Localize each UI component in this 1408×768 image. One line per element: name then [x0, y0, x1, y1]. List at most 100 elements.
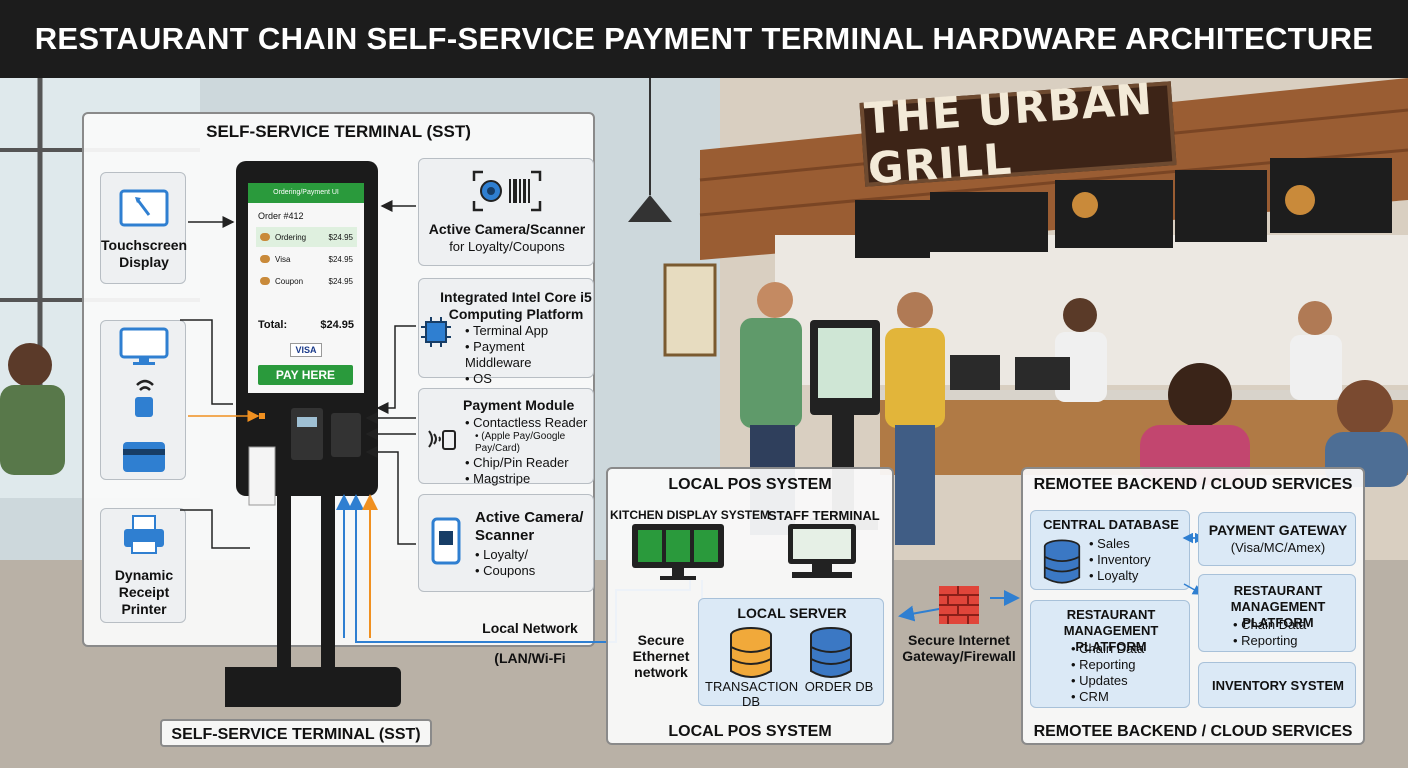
central-db-item: Sales: [1089, 536, 1151, 552]
payment-module-tile: Payment Module Contactless Reader (Apple…: [418, 388, 594, 487]
order-row-price: $24.95: [328, 254, 353, 264]
order-total-label: Total:: [258, 319, 288, 331]
central-db-item: Loyalty: [1089, 568, 1151, 584]
camera-top-tile: Active Camera/Scanner for Loyalty/Coupon…: [418, 158, 594, 266]
cloud-heading: REMOTEE BACKEND / CLOUD SERVICES: [1033, 476, 1353, 493]
camera-bottom-item: Loyalty/: [475, 547, 535, 563]
transaction-db-icon: [730, 627, 772, 678]
local-server-box: LOCAL SERVER TRANSACTION DB ORDER DB: [698, 598, 884, 709]
camera-bottom-item: Coupons: [475, 563, 535, 579]
camera-bottom-tile: Active Camera/ Scanner Loyalty/ Coupons: [418, 494, 594, 592]
lan-wifi-label: (LAN/Wi-Fi: [494, 650, 566, 666]
kitchen-display-icon: [632, 524, 724, 580]
order-db-label: ORDER DB: [804, 679, 874, 694]
payment-title: Payment Module: [463, 397, 575, 413]
local-pos-footer: LOCAL POS SYSTEM: [668, 723, 832, 740]
rmp-right-item: Reporting: [1233, 633, 1306, 649]
touchscreen-icon: [119, 189, 169, 227]
camera-barcode-icon: [472, 170, 542, 212]
receipt-printer-label: Dynamic Receipt Printer: [114, 567, 174, 617]
printer-icon: [124, 515, 164, 554]
pay-here-button[interactable]: PAY HERE: [258, 365, 353, 385]
kiosk-screen-header: Ordering/Payment UI: [248, 183, 364, 203]
central-db-item: Inventory: [1089, 552, 1150, 568]
secure-ethernet-label: Secure Ethernet network: [632, 632, 690, 680]
order-row: Coupon $24.95: [256, 271, 357, 291]
staff-terminal-label: STAFF TERMINAL: [768, 508, 880, 523]
camera-top-title: Active Camera/Scanner: [428, 221, 586, 237]
phone-scanner-icon: [431, 517, 461, 565]
payment-gateway-sub: (Visa/MC/Amex): [1230, 540, 1326, 555]
title-bar: [0, 0, 1408, 78]
receipt-printer-tile: Dynamic Receipt Printer: [100, 508, 186, 623]
visa-card-badge: VISA: [290, 343, 322, 357]
payment-list: Contactless Reader (Apple Pay/Google Pay…: [465, 415, 593, 487]
payment-note: (Apple Pay/Google Pay/Card): [465, 431, 593, 455]
rmp-right-box: RESTAURANT MANAGEMENT PLATFORM Chain Dat…: [1198, 574, 1356, 652]
order-row-price: $24.95: [328, 232, 353, 242]
payment-item: Contactless Reader: [465, 415, 593, 431]
computing-item: OS: [465, 371, 593, 387]
sst-heading: SELF-SERVICE TERMINAL (SST): [206, 122, 471, 141]
rmp-right-item: Chain Data: [1233, 617, 1306, 633]
cloud-footer: REMOTEE BACKEND / CLOUD SERVICES: [1033, 723, 1353, 740]
order-number: Order #412: [258, 211, 304, 221]
rmp-left-box: RESTAURANT MANAGEMENT PLATFORM Chain Dat…: [1030, 600, 1190, 708]
order-row-label: Ordering: [275, 232, 307, 242]
gateway-firewall-label: Secure Internet Gateway/Firewall: [902, 632, 1016, 664]
kitchen-display-label: KITCHEN DISPLAY SYSTEM: [610, 508, 771, 522]
order-row-price: $24.95: [328, 276, 353, 286]
touchscreen-tile: Touchscreen Display: [100, 172, 188, 284]
touchscreen-label: Touchscreen Display: [101, 237, 188, 270]
camera-bottom-title: Active Camera/ Scanner: [475, 509, 584, 544]
contactless-hand-icon: [135, 379, 154, 417]
rmp-left-list: Chain Data Reporting Updates CRM: [1071, 641, 1144, 705]
peripheral-icons-tile: [100, 320, 186, 480]
computing-platform-tile: Integrated Intel Core i5 Computing Platf…: [418, 278, 594, 386]
transaction-db-label: TRANSACTION DB: [705, 679, 799, 709]
inventory-system-box: INVENTORY SYSTEM: [1198, 662, 1356, 708]
inventory-system-label: INVENTORY SYSTEM: [1212, 678, 1344, 693]
contactless-reader-icon: [428, 430, 456, 450]
staff-terminal-icon: [788, 524, 856, 578]
central-db-list: Sales Inventory Loyalty: [1089, 536, 1151, 584]
cpu-chip-icon: [421, 317, 451, 347]
central-db-box: CENTRAL DATABASE Sales Inventory Loyalty: [1030, 510, 1190, 590]
payment-gateway-box: PAYMENT GATEWAY (Visa/MC/Amex): [1198, 512, 1356, 566]
rmp-left-item: Reporting: [1071, 657, 1144, 673]
camera-top-sub: for Loyalty/Coupons: [449, 239, 565, 254]
rmp-right-list: Chain Data Reporting: [1233, 617, 1306, 649]
camera-bottom-list: Loyalty/ Coupons: [475, 547, 535, 579]
computing-title: Integrated Intel Core i5 Computing Platf…: [440, 289, 592, 322]
local-network-label: Local Network: [482, 620, 578, 636]
rmp-left-item: Updates: [1071, 673, 1144, 689]
sst-connectors: [180, 200, 416, 638]
computing-list: Terminal App Payment Middleware OS: [465, 323, 593, 387]
rmp-left-item: Chain Data: [1071, 641, 1144, 657]
food-icon: [260, 255, 270, 263]
monitor-icon: [119, 327, 169, 365]
payment-gateway-title: PAYMENT GATEWAY: [1208, 522, 1348, 538]
food-icon: [260, 277, 270, 285]
payment-item: Magstripe: [465, 471, 593, 487]
page-title: RESTAURANT CHAIN SELF-SERVICE PAYMENT TE…: [34, 21, 1374, 56]
central-db-title: CENTRAL DATABASE: [1043, 517, 1179, 532]
order-db-icon: [810, 627, 852, 678]
order-total-value: $24.95: [320, 319, 354, 331]
local-pos-heading: LOCAL POS SYSTEM: [668, 476, 832, 493]
computing-item: Terminal App: [465, 323, 593, 339]
computing-item: Payment Middleware: [465, 339, 593, 371]
rmp-left-item: CRM: [1071, 689, 1144, 705]
payment-item: Chip/Pin Reader: [465, 455, 593, 471]
kiosk-screen: Ordering/Payment UI Order #412 Ordering …: [248, 183, 364, 393]
card-icon: [123, 442, 165, 472]
firewall-icon: [939, 586, 979, 624]
central-db-icon: [1043, 539, 1081, 584]
order-row: Visa $24.95: [256, 249, 357, 269]
order-row: Ordering $24.95: [256, 227, 357, 247]
sst-footer: SELF-SERVICE TERMINAL (SST): [160, 719, 432, 747]
food-icon: [260, 233, 270, 241]
order-row-label: Visa: [275, 254, 291, 264]
local-server-label: LOCAL SERVER: [737, 605, 847, 621]
order-row-label: Coupon: [275, 276, 304, 286]
